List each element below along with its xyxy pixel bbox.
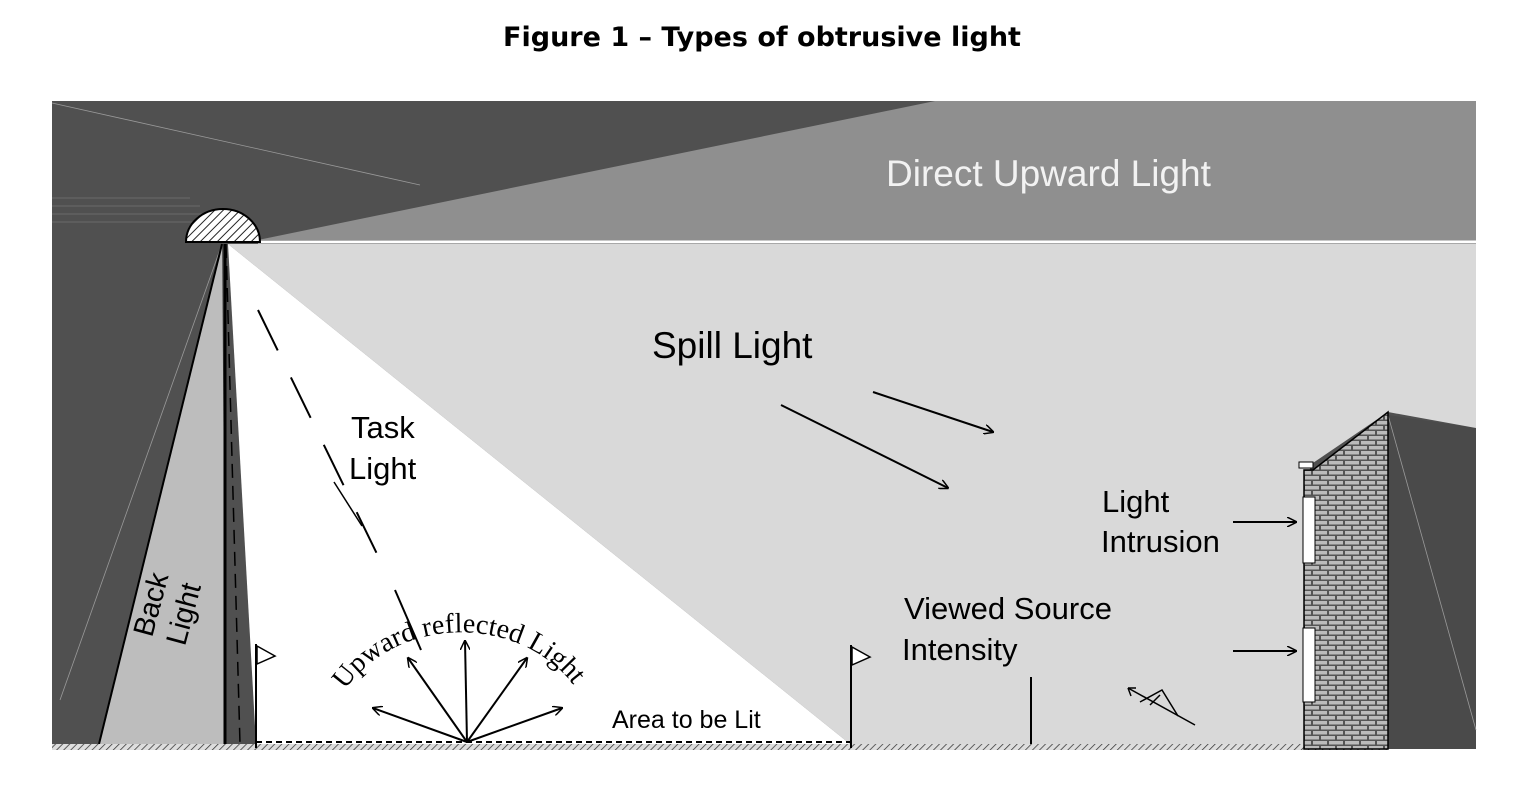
task-light-label-line2: Light (349, 451, 417, 486)
task-light-label-line1: Task (351, 410, 415, 445)
intrusion-arrows (1233, 522, 1296, 651)
area-to-be-lit-label: Area to be Lit (612, 706, 761, 734)
eye-viewer-icon (1127, 687, 1196, 726)
light-intrusion-label-line2: Intrusion (1101, 524, 1220, 559)
flag-icon (255, 644, 277, 748)
task-label-leader (333, 481, 363, 527)
ground (52, 744, 1388, 750)
spill-light-arrows (780, 391, 993, 488)
direct-upward-light-region (258, 101, 1476, 243)
spill-light-label: Spill Light (652, 325, 813, 366)
sky-streaks (52, 197, 210, 223)
direct-upward-light-label: Direct Upward Light (886, 153, 1212, 194)
task-light-ray (257, 309, 381, 561)
viewed-source-label-line2: Intensity (902, 632, 1018, 667)
viewed-source-label-line1: Viewed Source (904, 591, 1112, 626)
task-light-region (228, 244, 850, 744)
pole-ray-dashed (225, 243, 241, 745)
reflected-light-arrows (373, 589, 562, 743)
right-background-block (1388, 415, 1476, 749)
light-intrusion-label-line1: Light (1102, 484, 1170, 519)
spill-light-region (228, 244, 1476, 744)
building-roof-cap (1298, 461, 1314, 469)
building-window (1302, 496, 1316, 564)
figure-title: Figure 1 – Types of obtrusive light (503, 22, 1021, 53)
faint-rays (51, 102, 1477, 731)
back-light-edge (98, 243, 223, 745)
building-window (1302, 627, 1316, 703)
flag-icon (850, 645, 872, 748)
luminaire-icon (184, 208, 262, 243)
